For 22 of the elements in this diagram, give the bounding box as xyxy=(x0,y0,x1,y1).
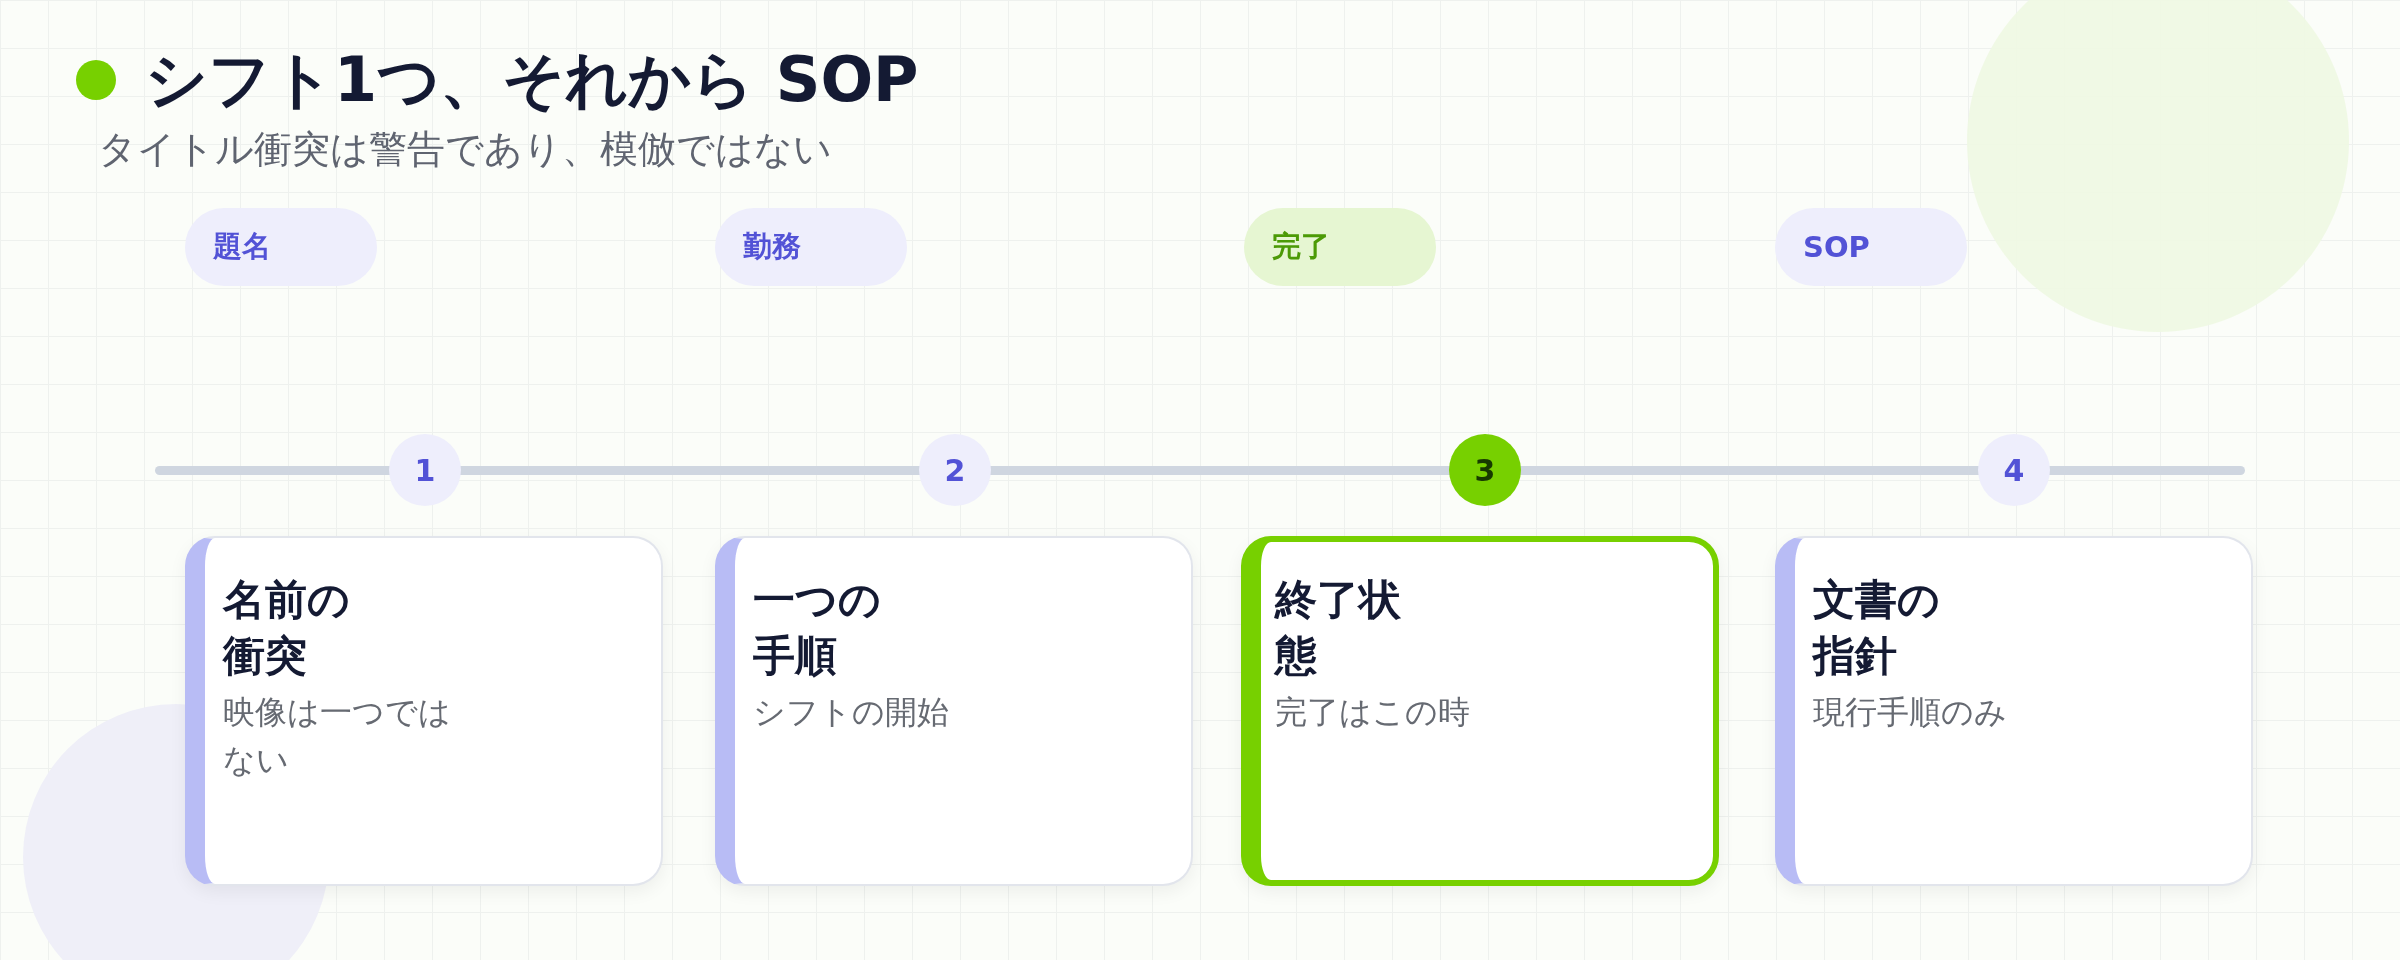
step-tag: SOP xyxy=(1775,208,1967,286)
card-text: シフトの開始 xyxy=(753,692,950,733)
card-text: 完了はこの時 xyxy=(1275,692,1471,733)
card-text: 映像は一つではない xyxy=(223,692,452,781)
step-number: 4 xyxy=(1978,434,2050,506)
step-tag: 勤務 xyxy=(715,208,907,286)
card-heading: 終了状態 xyxy=(1275,574,1402,682)
card-text: 現行手順のみ xyxy=(1813,692,2008,733)
card-heading: 名前の衝突 xyxy=(223,574,351,682)
step-card xyxy=(1241,536,1719,886)
step-tag: 完了 xyxy=(1244,208,1436,286)
step-card xyxy=(185,536,663,886)
step-number: 3 xyxy=(1449,434,1521,506)
step-tag: 題名 xyxy=(185,208,377,286)
step-number: 2 xyxy=(919,434,991,506)
subtitle: タイトル衝突は警告であり、模倣ではない xyxy=(98,126,832,173)
step-number: 1 xyxy=(389,434,461,506)
step-card xyxy=(715,536,1193,886)
step-card xyxy=(1775,536,2253,886)
card-heading: 文書の指針 xyxy=(1813,574,1941,682)
card-heading: 一つの手順 xyxy=(753,574,882,682)
title: シフト1つ、それから SOP xyxy=(145,42,919,118)
